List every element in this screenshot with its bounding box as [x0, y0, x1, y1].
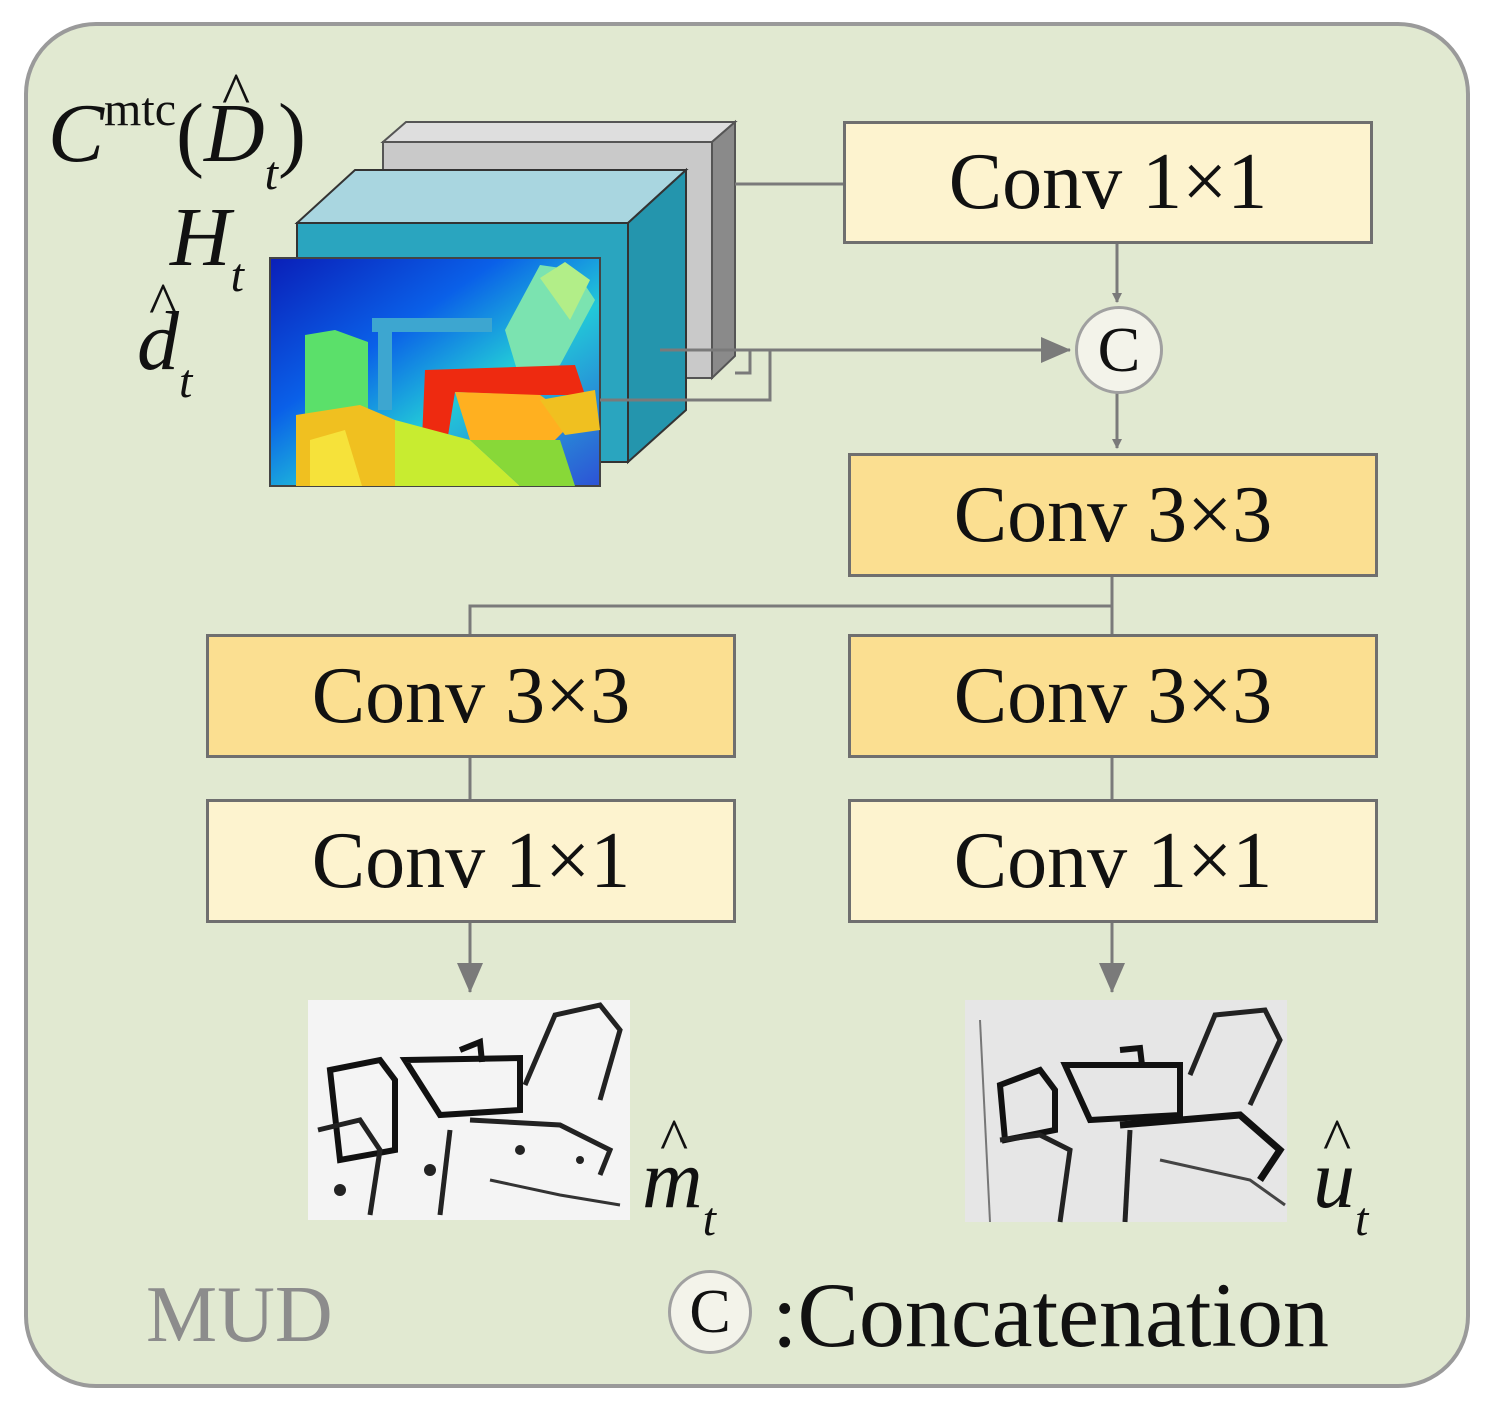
conv3x3-right-block: Conv 3×3: [848, 634, 1378, 758]
conv1x1-left-block: Conv 1×1: [206, 799, 736, 923]
concatenation-node: C: [1075, 306, 1163, 394]
uncertainty-output-label: ^ut: [1313, 1107, 1369, 1246]
conv3x3-middle-block: Conv 3×3: [848, 453, 1378, 577]
mask-output-label: ^mt: [642, 1107, 717, 1246]
hidden-state-label: Ht: [170, 191, 245, 302]
legend-concatenation-text: :Concatenation: [772, 1264, 1329, 1366]
depth-map-image: [269, 257, 601, 487]
conv1x1-right-block: Conv 1×1: [848, 799, 1378, 923]
mud-panel-label: MUD: [146, 1271, 333, 1359]
uncertainty-output-image: [965, 1000, 1287, 1223]
cmtc-label: Cmtc(^Dt): [48, 61, 306, 200]
legend-concat-symbol: C: [668, 1270, 752, 1354]
conv3x3-left-block: Conv 3×3: [206, 634, 736, 758]
connection-lines: [457, 182, 1125, 993]
depth-label: ^dt: [137, 271, 193, 408]
mask-output-image: [308, 1000, 630, 1220]
conv1x1-top-block: Conv 1×1: [843, 121, 1373, 244]
